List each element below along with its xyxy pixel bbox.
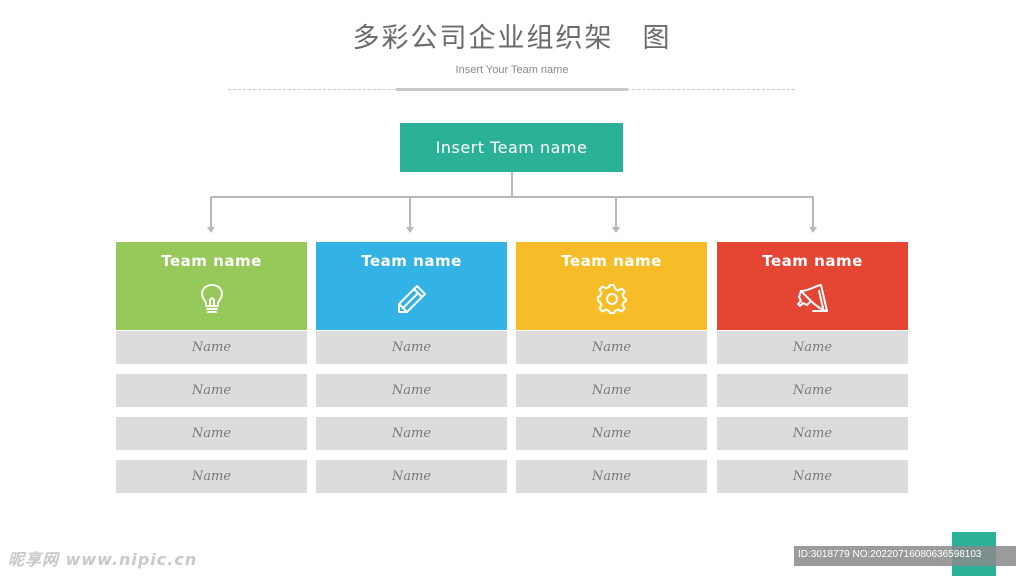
team-2-member-4: Name [316,460,507,493]
team-2-member-1: Name [316,331,507,364]
team-2-header[interactable]: Team name [316,242,507,330]
team-3-member-2: Name [516,374,707,407]
team-1-member-4: Name [116,460,307,493]
team-1-member-2: Name [116,374,307,407]
image-id-text: ID:3018779 NO:20220716080636598103 [798,549,982,560]
team-4-member-1: Name [717,331,908,364]
branch-connector-2 [409,197,411,227]
branch-connector-4 [812,197,814,227]
team-3-member-3: Name [516,417,707,450]
team-1-member-3: Name [116,417,307,450]
team-1-member-1: Name [116,331,307,364]
page-title: 多彩公司企业组织架 图 [352,23,672,54]
team-2-member-2: Name [316,374,507,407]
team-4-header[interactable]: Team name [717,242,908,330]
arrow-3 [612,227,620,233]
arrow-1 [207,227,215,233]
team-4-member-2: Name [717,374,908,407]
team-2-member-3: Name [316,417,507,450]
divider-accent [396,88,628,91]
arrow-2 [406,227,414,233]
branch-connector-1 [210,197,212,227]
root-connector-vertical [511,172,513,197]
branch-connector-3 [615,197,617,227]
root-team-box[interactable]: Insert Team name [400,123,623,172]
megaphone-icon [795,281,831,317]
watermark-text: 昵享网 www.nipic.cn [8,550,198,569]
team-4-member-4: Name [717,460,908,493]
team-3-label: Team name [561,252,662,270]
id-bar [794,546,1016,566]
team-3-member-1: Name [516,331,707,364]
page-subtitle: Insert Your Team name [455,64,569,76]
team-1-header[interactable]: Team name [116,242,307,330]
team-1-label: Team name [161,252,262,270]
team-3-member-4: Name [516,460,707,493]
gear-icon [594,281,630,317]
team-2-label: Team name [361,252,462,270]
team-4-label: Team name [762,252,863,270]
root-team-label: Insert Team name [435,138,588,157]
branch-connector-horizontal [211,196,814,198]
team-3-header[interactable]: Team name [516,242,707,330]
lightbulb-icon [194,281,230,317]
arrow-4 [809,227,817,233]
pencil-icon [394,281,430,317]
team-4-member-3: Name [717,417,908,450]
